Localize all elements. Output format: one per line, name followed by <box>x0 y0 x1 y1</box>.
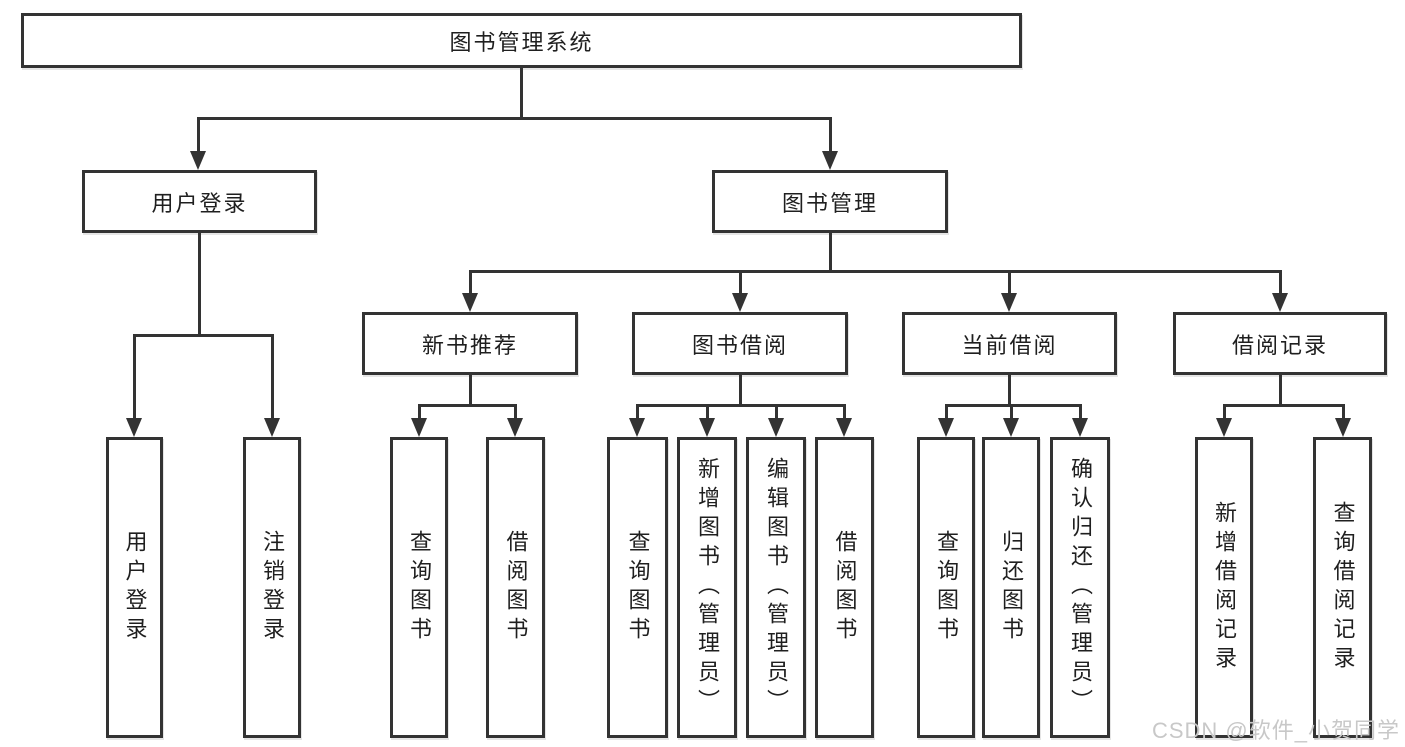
connector-line <box>1223 404 1344 407</box>
leaf-user-login: 用户登录 <box>106 437 163 738</box>
arrow-down-icon <box>411 418 427 437</box>
arrow-down-icon <box>462 293 478 312</box>
node-library-system: 图书管理系统 <box>21 13 1022 68</box>
connector-line <box>843 404 846 422</box>
connector-line <box>469 270 1281 273</box>
leaf-edit-books-admin: 编辑图书（管理员） <box>746 437 806 738</box>
leaf-borrow-books: 借阅图书 <box>815 437 874 738</box>
connector-line <box>418 404 517 407</box>
connector-line <box>271 334 274 420</box>
connector-line <box>636 404 639 422</box>
arrow-down-icon <box>507 418 523 437</box>
connector-line <box>1008 270 1011 296</box>
connector-line <box>1342 404 1345 422</box>
node-label: 查询图书 <box>625 529 651 646</box>
arrow-down-icon <box>1003 418 1019 437</box>
node-label: 图书借阅 <box>691 332 788 358</box>
arrow-down-icon <box>938 418 954 437</box>
node-label: 新增图书（管理员） <box>695 457 720 718</box>
connector-line <box>775 404 778 422</box>
node-new-book-recommend: 新书推荐 <box>362 312 578 375</box>
arrow-down-icon <box>822 151 838 170</box>
connector-line <box>469 375 472 406</box>
node-current-borrow: 当前借阅 <box>902 312 1117 375</box>
node-label: 查询图书 <box>407 529 432 646</box>
connector-line <box>133 334 274 337</box>
arrow-down-icon <box>836 418 852 437</box>
node-user-login: 用户登录 <box>82 170 317 233</box>
node-label: 用户登录 <box>122 529 148 646</box>
arrow-down-icon <box>1335 418 1351 437</box>
connector-line <box>829 117 832 155</box>
connector-line <box>1279 270 1282 296</box>
leaf-return-books: 归还图书 <box>982 437 1040 738</box>
connector-line <box>945 404 1081 407</box>
arrow-down-icon <box>1216 418 1232 437</box>
connector-line <box>418 404 421 422</box>
node-label: 查询借阅记录 <box>1330 500 1356 675</box>
connector-line <box>1279 375 1282 406</box>
node-label: 查询图书 <box>934 529 959 646</box>
node-label: 图书管理系统 <box>449 29 594 55</box>
node-label: 借阅记录 <box>1231 332 1328 358</box>
node-label: 借阅图书 <box>503 529 529 646</box>
node-book-borrow: 图书借阅 <box>632 312 848 375</box>
connector-line <box>636 404 846 407</box>
connector-line <box>197 117 831 120</box>
leaf-add-books-admin: 新增图书（管理员） <box>677 437 737 738</box>
arrow-down-icon <box>629 418 645 437</box>
connector-line <box>945 404 948 422</box>
arrow-down-icon <box>190 151 206 170</box>
node-label: 归还图书 <box>999 529 1024 646</box>
leaf-add-borrow-record: 新增借阅记录 <box>1195 437 1253 738</box>
connector-line <box>1079 404 1082 422</box>
arrow-down-icon <box>1072 418 1088 437</box>
connector-line <box>520 66 523 119</box>
leaf-query-books-borrow: 查询图书 <box>607 437 668 738</box>
node-label: 确认归还（管理员） <box>1068 457 1093 718</box>
arrow-down-icon <box>264 418 280 437</box>
node-label: 新书推荐 <box>421 332 518 358</box>
connector-line <box>706 404 709 422</box>
leaf-query-books-current: 查询图书 <box>917 437 975 738</box>
arrow-down-icon <box>699 418 715 437</box>
connector-line <box>514 404 517 422</box>
connector-line <box>1223 404 1226 422</box>
arrow-down-icon <box>732 293 748 312</box>
node-label: 图书管理 <box>781 190 878 216</box>
node-label: 注销登录 <box>260 529 285 646</box>
arrow-down-icon <box>126 418 142 437</box>
arrow-down-icon <box>1001 293 1017 312</box>
arrow-down-icon <box>768 418 784 437</box>
connector-line <box>133 334 136 420</box>
leaf-query-books-recommend: 查询图书 <box>390 437 448 738</box>
node-borrow-records: 借阅记录 <box>1173 312 1387 375</box>
connector-line <box>1010 404 1013 422</box>
connector-line <box>739 270 742 296</box>
connector-line <box>829 233 832 272</box>
connector-line <box>469 270 472 296</box>
leaf-logout: 注销登录 <box>243 437 301 738</box>
connector-line <box>739 375 742 406</box>
leaf-borrow-books-recommend: 借阅图书 <box>486 437 545 738</box>
node-label: 新增借阅记录 <box>1212 500 1237 675</box>
leaf-query-borrow-record: 查询借阅记录 <box>1313 437 1372 738</box>
connector-line <box>198 233 201 336</box>
node-label: 当前借阅 <box>961 332 1058 358</box>
node-label: 借阅图书 <box>832 529 858 646</box>
connector-line <box>197 117 200 155</box>
leaf-confirm-return-admin: 确认归还（管理员） <box>1050 437 1110 738</box>
arrow-down-icon <box>1272 293 1288 312</box>
connector-line <box>1008 375 1011 406</box>
node-label: 用户登录 <box>151 190 248 216</box>
node-book-management: 图书管理 <box>712 170 948 233</box>
node-label: 编辑图书（管理员） <box>764 457 789 718</box>
